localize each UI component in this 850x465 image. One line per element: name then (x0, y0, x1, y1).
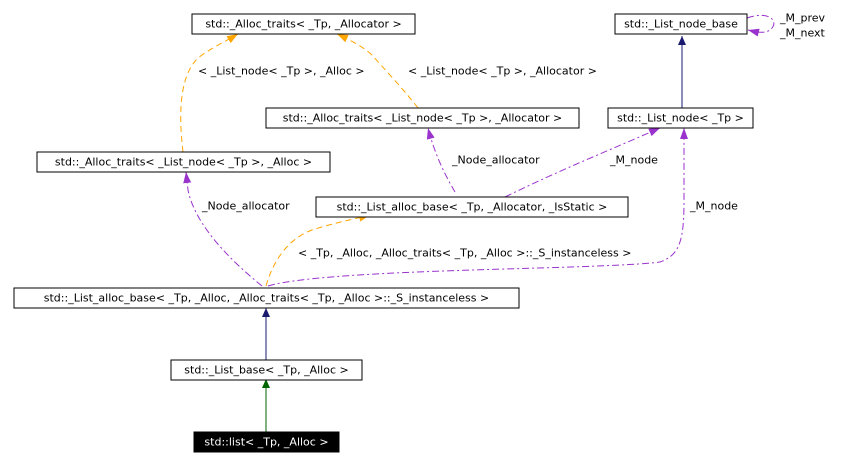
node-list: std::list< _Tp, _Alloc > (193, 431, 340, 453)
label-m-next: _M_next (779, 27, 826, 40)
edge-list-node-base-self (746, 14, 775, 37)
label-tmpl-instanceless: < _Tp, _Alloc, _Alloc_traits< _Tp, _Allo… (298, 247, 631, 260)
node-list-alloc-base-instanceless[interactable]: std::_List_alloc_base< _Tp, _Alloc, _All… (13, 287, 520, 309)
svg-text:std::_List_base< _Tp, _Alloc >: std::_List_base< _Tp, _Alloc > (184, 364, 348, 377)
svg-text:std::list< _Tp, _Alloc >: std::list< _Tp, _Alloc > (204, 436, 328, 449)
edge-list-node-to-alloc-base-static (504, 127, 661, 198)
svg-text:std::_Alloc_traits< _List_node: std::_Alloc_traits< _List_node< _Tp >, _… (55, 156, 312, 169)
edge-alloc-base-static-template (265, 213, 371, 287)
node-alloc-traits-node-alloc[interactable]: std::_Alloc_traits< _List_node< _Tp >, _… (36, 151, 331, 173)
label-tmpl-list-node-allocator: < _List_node< _Tp >, _Allocator > (408, 65, 597, 78)
node-list-base[interactable]: std::_List_base< _Tp, _Alloc > (170, 359, 363, 381)
svg-text:std::_List_node< _Tp >: std::_List_node< _Tp > (617, 112, 744, 125)
label-node-allocator-left: _Node_allocator (201, 200, 290, 213)
node-list-node[interactable]: std::_List_node< _Tp > (607, 107, 754, 129)
node-alloc-traits-node-allocator[interactable]: std::_Alloc_traits< _List_node< _Tp >, _… (265, 107, 580, 129)
label-tmpl-list-node-alloc: < _List_node< _Tp >, _Alloc > (198, 65, 365, 78)
svg-text:std::_List_node_base: std::_List_node_base (624, 18, 738, 31)
edge-alloc-traits-node-allocator-to-alloc-base-static (426, 127, 456, 193)
node-alloc-traits-tp-allocator[interactable]: std::_Alloc_traits< _Tp, _Allocator > (191, 13, 416, 35)
label-node-allocator-mid: _Node_allocator (451, 154, 540, 167)
node-list-alloc-base-static[interactable]: std::_List_alloc_base< _Tp, _Allocator, … (315, 196, 629, 218)
edge-list-node-to-instanceless (267, 128, 688, 287)
edge-alloc-traits-node-alloc-template (180, 33, 239, 153)
svg-text:std::_List_alloc_base< _Tp, _A: std::_List_alloc_base< _Tp, _Allocator, … (337, 201, 608, 214)
label-m-prev: _M_prev (779, 12, 826, 25)
svg-text:std::_List_alloc_base< _Tp, _A: std::_List_alloc_base< _Tp, _Alloc, _All… (44, 292, 489, 305)
label-m-node-right: _M_node (689, 200, 738, 213)
label-m-node-mid: _M_node (609, 154, 658, 167)
svg-text:std::_Alloc_traits< _List_node: std::_Alloc_traits< _List_node< _Tp >, _… (283, 112, 562, 125)
node-list-node-base[interactable]: std::_List_node_base (614, 13, 748, 35)
svg-text:std::_Alloc_traits< _Tp, _Allo: std::_Alloc_traits< _Tp, _Allocator > (205, 18, 401, 31)
edge-alloc-traits-node-allocator-template (336, 33, 419, 109)
edge-alloc-traits-node-alloc-to-instanceless (183, 171, 263, 287)
